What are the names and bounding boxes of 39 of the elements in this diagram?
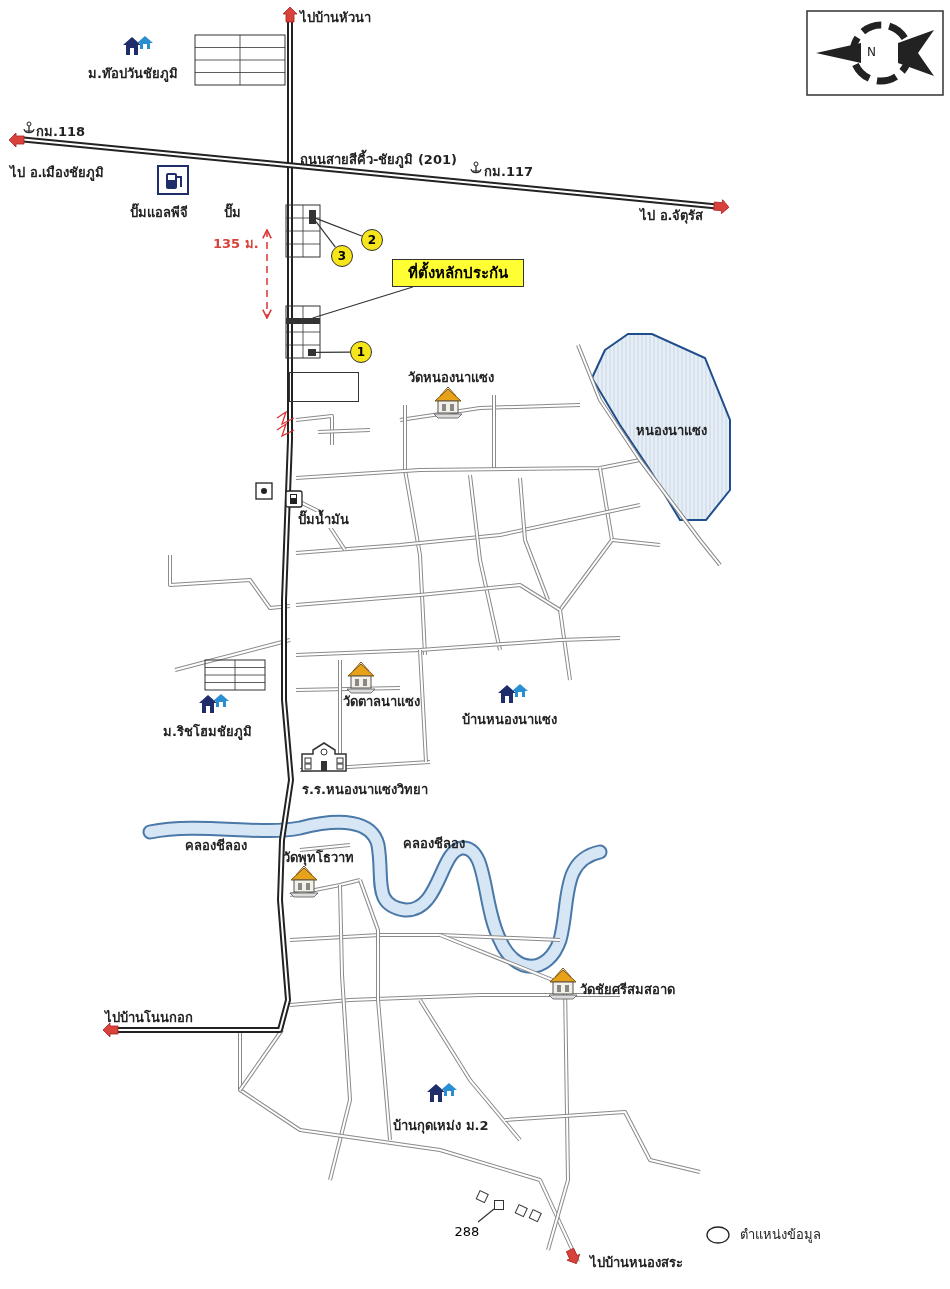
building-marker bbox=[494, 1200, 504, 1210]
dimension-label: 135 ม. bbox=[213, 236, 259, 252]
callout-number: 288 bbox=[452, 1222, 482, 1240]
map-label: วัดหนองนาแซง bbox=[408, 370, 494, 386]
map-label: วัดพุทโธวาท bbox=[283, 850, 354, 866]
map-label: ร.ร.หนองนาแซงวิทยา bbox=[302, 782, 428, 798]
leader-line bbox=[315, 351, 351, 354]
leader-line bbox=[312, 286, 414, 319]
map-label: บ้านกุดเหม่ง ม.2 bbox=[393, 1118, 489, 1134]
leader-line bbox=[315, 217, 363, 237]
map-label: ม.ริชโฮมชัยภูมิ bbox=[163, 724, 252, 740]
legend-text: ตำแหน่งข้อมูล bbox=[740, 1227, 821, 1243]
number-circle: 1 bbox=[350, 341, 372, 363]
map-label: ไป อ.เมืองชัยภูมิ bbox=[10, 165, 105, 181]
map-label: หนองนาแซง bbox=[636, 423, 707, 439]
map-label: วัดตาลนาแซง bbox=[343, 694, 420, 710]
map-label: คลองชีลอง bbox=[403, 836, 465, 852]
map-label: วัดชัยศรีสมสอาด bbox=[580, 982, 675, 998]
map-label: กม.118 bbox=[36, 124, 86, 140]
map-label: คลองชีลอง bbox=[185, 838, 247, 854]
compass-letter: N bbox=[867, 44, 876, 60]
leader-line bbox=[477, 1208, 495, 1223]
number-circle: 2 bbox=[361, 229, 383, 251]
label-frame bbox=[289, 372, 359, 402]
map-label: ปั๊มแอลพีจี bbox=[130, 205, 188, 221]
leader-line bbox=[315, 221, 336, 248]
map-label: ม.ท๊อปวันชัยภูมิ bbox=[88, 66, 178, 82]
map-label: กม.117 bbox=[484, 164, 534, 180]
map-label: ไปบ้านโนนกอก bbox=[105, 1010, 193, 1026]
map-label: ไปบ้านหัวนา bbox=[300, 10, 371, 26]
plot-marker bbox=[308, 349, 316, 356]
map-label: ปั๊ม bbox=[224, 205, 241, 221]
plot-marker bbox=[309, 210, 316, 224]
map-label: ไปบ้านหนองสระ bbox=[590, 1255, 683, 1271]
map-label: ไป อ.จัตุรัส bbox=[640, 208, 704, 224]
map-label: บ้านหนองนาแซง bbox=[462, 712, 557, 728]
number-circle: 3 bbox=[331, 245, 353, 267]
location-tag: ที่ตั้งหลักประกัน bbox=[392, 259, 524, 287]
plot-marker bbox=[286, 318, 320, 324]
